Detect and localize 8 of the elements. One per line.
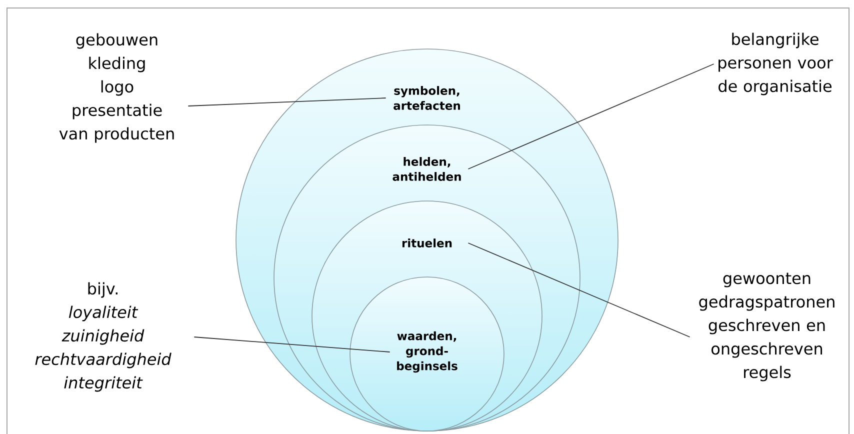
leader-line: [188, 98, 386, 106]
note-text: belangrijke personen voor de organisatie: [718, 32, 833, 96]
leader-line: [468, 242, 690, 338]
note-text: gewoonten gedragspatronen geschreven en ongeschreven regels: [699, 272, 834, 382]
leader-line: [194, 336, 390, 352]
note-text: bijv. loyaliteit zuinigheid rechtvaardigheid integriteit: [35, 282, 172, 392]
note-text: gebouwen kleding logo presentatie van producten: [59, 33, 174, 143]
leader-line: [468, 64, 714, 170]
